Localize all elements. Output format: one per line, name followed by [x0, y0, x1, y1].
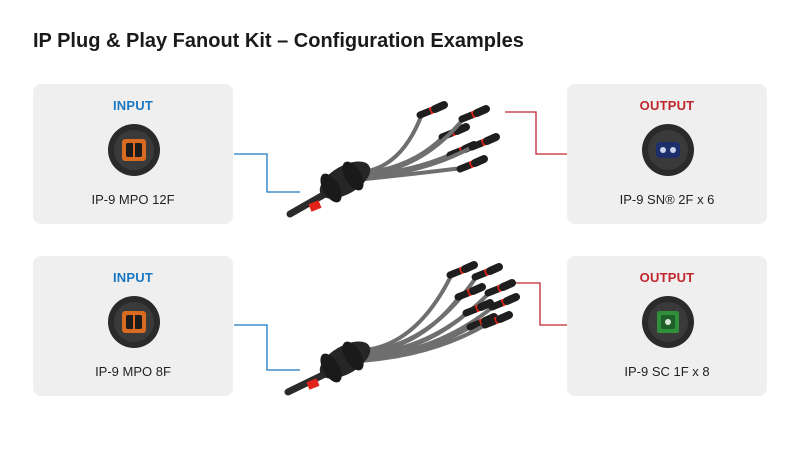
leg-connector-head — [431, 101, 448, 113]
leg-connector-head — [499, 279, 516, 291]
trunk-red-band — [306, 378, 320, 390]
output-label: IP-9 SN® 2F x 6 — [619, 192, 715, 207]
input-heading: INPUT — [113, 270, 153, 285]
leg-connector-body — [471, 269, 489, 281]
leg-connector-body — [454, 289, 472, 301]
leg-connector-head — [477, 299, 494, 311]
leg-connector-body — [416, 107, 434, 119]
input-card-1: INPUT IP-9 MPO 12F — [33, 84, 233, 224]
hub-ring — [342, 341, 364, 371]
trunk-cable — [284, 370, 329, 396]
trunk-cable — [286, 190, 329, 218]
input-label: IP-9 MPO 12F — [91, 192, 175, 207]
leg-connector-head — [471, 155, 488, 167]
sn-connector-icon — [642, 124, 694, 176]
leg-connector-body — [468, 139, 486, 151]
leg-connector-body — [484, 285, 502, 297]
leg-connector-body — [488, 299, 506, 311]
trunk-red-band — [308, 200, 322, 212]
leg-connector-body — [462, 305, 480, 317]
output-heading: OUTPUT — [639, 270, 695, 285]
fanout-leg-cable — [363, 112, 424, 174]
leg-connector-body — [466, 319, 484, 331]
leg-connector-head — [503, 293, 520, 305]
input-leader-line — [234, 324, 300, 371]
output-card-2: OUTPUT IP-9 SC 1F x 8 — [567, 256, 767, 396]
leg-connector-head — [461, 261, 478, 273]
leg-connector-head — [473, 105, 490, 117]
mpo-connector-icon — [108, 124, 160, 176]
fanout-leg-cable — [363, 322, 489, 363]
leg-connector-head — [496, 311, 513, 323]
fanout-leg-cable — [363, 166, 464, 181]
fanout-leg-cable — [363, 272, 454, 352]
output-leader-line — [505, 282, 567, 326]
output-leader-line — [505, 111, 567, 155]
leg-connector-body — [481, 317, 499, 329]
leg-connector-body — [446, 147, 464, 159]
hub-ring — [320, 353, 342, 383]
input-card-2: INPUT IP-9 MPO 8F — [33, 256, 233, 396]
output-heading: OUTPUT — [639, 98, 695, 113]
page-title: IP Plug & Play Fanout Kit – Configuratio… — [33, 30, 524, 52]
output-card-1: OUTPUT IP-9 SN® 2F x 6 — [567, 84, 767, 224]
hub-ring — [320, 173, 342, 203]
hub-ring — [342, 161, 364, 191]
leg-connector-head — [453, 123, 470, 135]
leg-connector-body — [458, 111, 476, 123]
input-leader-line — [234, 153, 300, 193]
leg-connector-head — [481, 313, 498, 325]
input-label: IP-9 MPO 8F — [95, 364, 171, 379]
leg-connector-body — [446, 267, 464, 279]
leg-connector-head — [469, 283, 486, 295]
leg-connector-head — [483, 133, 500, 145]
leg-connector-body — [456, 161, 474, 173]
mpo-connector-icon — [108, 296, 160, 348]
input-heading: INPUT — [113, 98, 153, 113]
sc-connector-icon — [642, 296, 694, 348]
leg-connector-head — [486, 263, 503, 275]
output-label: IP-9 SC 1F x 8 — [624, 364, 710, 379]
